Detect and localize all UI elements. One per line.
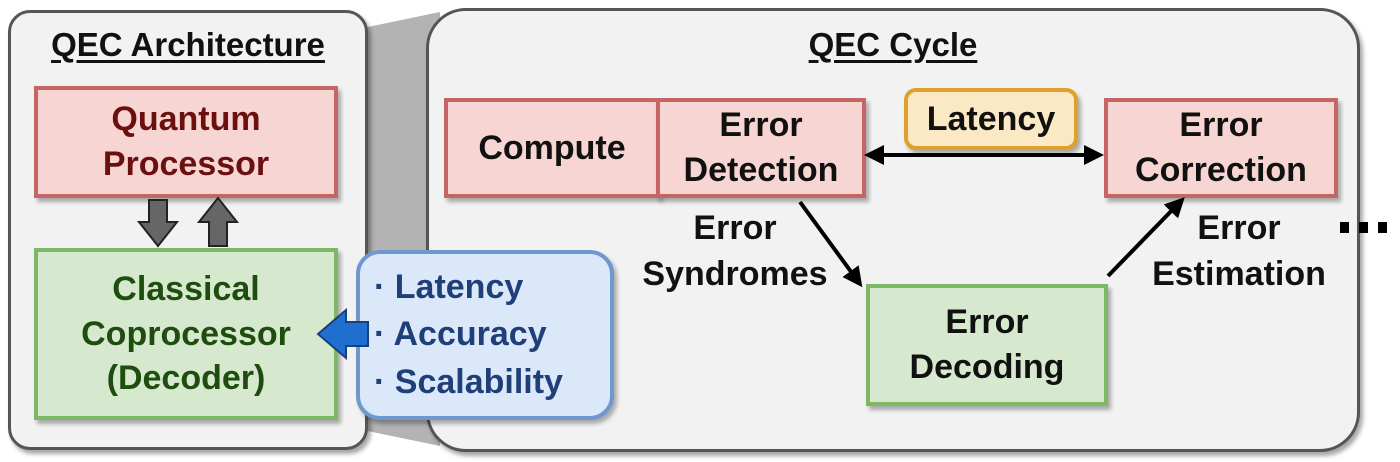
estimation-arrow	[1106, 197, 1185, 278]
error-correction-line1: Error	[1179, 106, 1263, 145]
cycle-title: QEC Cycle	[808, 26, 978, 63]
continuation-ellipsis	[1340, 222, 1387, 233]
error-detection-line1: Error	[719, 106, 803, 145]
down-arrow-icon	[136, 199, 180, 248]
syndromes-arrow	[798, 200, 863, 288]
error-estimation-line1: Error	[1197, 209, 1281, 247]
classical-coprocessor-line3: (Decoder)	[106, 359, 266, 398]
requirement-scalability: · Scalability	[374, 362, 563, 401]
error-decoding-box: Error Decoding	[866, 284, 1108, 406]
requirements-callout: · Latency · Accuracy · Scalability	[356, 250, 614, 420]
requirement-accuracy: · Accuracy	[374, 315, 547, 354]
error-correction-box: Error Correction	[1104, 98, 1338, 198]
latency-label: Latency	[926, 99, 1056, 138]
error-estimation-line2: Estimation	[1152, 254, 1326, 293]
latency-badge: Latency	[904, 88, 1078, 150]
error-detection-box: Error Detection	[656, 98, 866, 198]
classical-coprocessor-line1: Classical	[112, 269, 260, 308]
compute-box: Compute	[444, 98, 660, 198]
quantum-processor-line2: Processor	[102, 145, 270, 183]
error-estimation-label: Error Estimation	[1136, 206, 1342, 298]
error-syndromes-label: Error Syndromes	[624, 206, 846, 298]
classical-coprocessor-line2: Coprocessor	[81, 314, 291, 353]
requirements-arrow-icon	[316, 307, 369, 361]
error-correction-line2: Correction	[1135, 151, 1307, 189]
quantum-processor-line1: Quantum	[111, 100, 261, 139]
error-decoding-line1: Error	[945, 303, 1029, 342]
compute-label: Compute	[478, 128, 626, 167]
error-detection-line2: Detection	[683, 151, 839, 189]
quantum-processor-box: Quantum Processor	[34, 86, 338, 198]
error-syndromes-line2: Syndromes	[642, 254, 828, 293]
architecture-title: QEC Architecture	[51, 26, 325, 63]
requirement-latency: · Latency	[374, 267, 524, 306]
error-syndromes-line1: Error	[693, 209, 777, 247]
up-arrow-icon	[196, 196, 240, 247]
error-decoding-line2: Decoding	[909, 348, 1065, 386]
